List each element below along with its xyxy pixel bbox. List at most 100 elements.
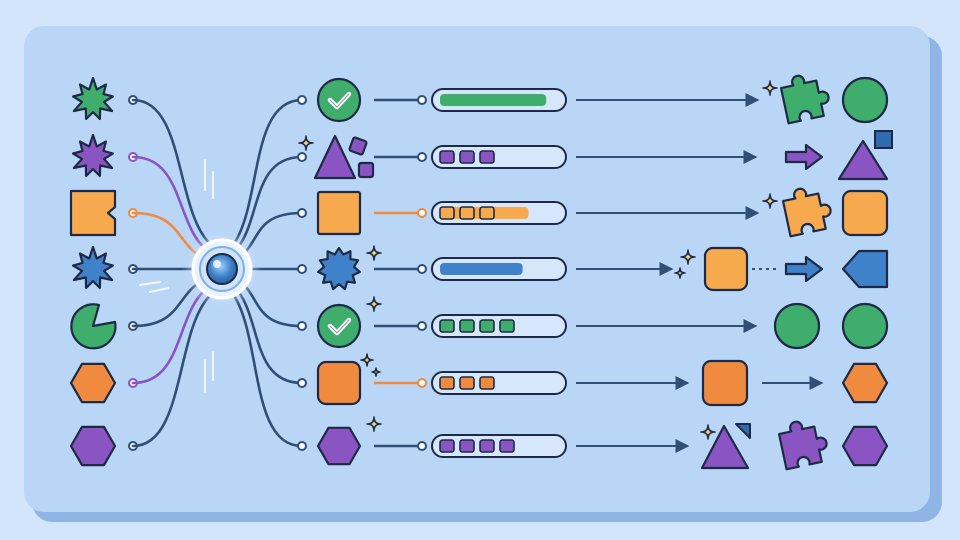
puzzle-shape xyxy=(777,420,828,471)
hexagon-icon xyxy=(841,425,889,467)
rows-layer xyxy=(69,74,893,471)
progress-segment xyxy=(459,376,475,390)
arrow-shape xyxy=(784,143,824,171)
hexagon-icon xyxy=(69,425,117,467)
connector-node xyxy=(417,95,427,105)
sparkle-icon xyxy=(700,424,716,440)
pipeline-row xyxy=(69,416,889,471)
connector-node xyxy=(417,152,427,162)
progress-segment xyxy=(459,206,475,220)
wire-node xyxy=(297,264,307,274)
triangle-with-squares-icon xyxy=(313,134,375,180)
pie-shape xyxy=(70,303,117,350)
puzzle-shape xyxy=(779,74,830,125)
progress-segment xyxy=(479,439,495,453)
progress-fill xyxy=(440,263,523,275)
sparkle-icon xyxy=(366,296,382,312)
sparkle-icon xyxy=(674,267,686,279)
wire-node xyxy=(297,95,307,105)
rounded-square-icon xyxy=(316,360,362,406)
sparkle-icon xyxy=(371,367,381,377)
pentagon-icon xyxy=(841,249,889,289)
fragment-shape xyxy=(71,245,115,290)
circle-icon xyxy=(841,302,889,350)
arrow-icon xyxy=(784,255,824,283)
fragment-shape xyxy=(71,76,115,121)
progress-segment xyxy=(479,319,495,333)
wire-node xyxy=(297,321,307,331)
wire-node xyxy=(297,441,307,451)
output-wire xyxy=(232,294,304,448)
progress-segment xyxy=(439,319,455,333)
small-square-shape xyxy=(874,130,893,149)
check-circle-shape xyxy=(316,303,362,349)
square-shape xyxy=(316,190,362,236)
square-icon xyxy=(316,190,362,236)
hexagon-shape xyxy=(69,425,117,467)
hexagon-shape xyxy=(841,425,889,467)
progress-segment xyxy=(439,206,455,220)
puzzle-shape xyxy=(781,187,832,238)
checkmark-outline xyxy=(329,93,350,108)
checkmark-circle-icon xyxy=(316,303,362,349)
pipeline-row xyxy=(69,187,889,238)
triangle-shape xyxy=(313,134,357,180)
small-square-shape xyxy=(348,136,368,156)
circle-shape xyxy=(773,302,821,350)
progress-segment xyxy=(499,319,515,333)
triangle-shape xyxy=(700,424,750,470)
sparkle-icon xyxy=(762,193,778,209)
hexagon-shape xyxy=(316,426,362,466)
input-wire xyxy=(131,294,212,448)
checkmark-circle-icon xyxy=(316,77,362,123)
rounded-square-shape xyxy=(703,246,749,292)
progress-segment xyxy=(479,376,495,390)
notched-square-icon xyxy=(69,189,117,237)
progress-segment xyxy=(439,439,455,453)
pipeline-row xyxy=(71,245,889,292)
rounded-square-icon xyxy=(703,246,749,292)
hub-layer xyxy=(182,229,262,309)
wire-node xyxy=(297,208,307,218)
circle-icon xyxy=(841,76,889,124)
progress-segment xyxy=(479,150,495,164)
circle-icon xyxy=(773,302,821,350)
connector-node xyxy=(417,441,427,451)
hexagon-shape xyxy=(69,362,117,404)
puzzle-piece-icon xyxy=(779,74,830,125)
arrow-icon xyxy=(784,143,824,171)
circle-shape xyxy=(841,302,889,350)
hexagon-shape xyxy=(841,362,889,404)
connector-node xyxy=(417,264,427,274)
connector-node xyxy=(417,378,427,388)
pentagon-shape xyxy=(841,249,889,289)
star-badge-icon xyxy=(317,246,361,291)
sparkle-icon xyxy=(762,80,778,96)
pie-circle-icon xyxy=(70,303,117,350)
sparkle-icon xyxy=(360,353,374,367)
rounded-square-icon xyxy=(841,189,889,237)
arrow-shape xyxy=(784,255,824,283)
pipeline-row xyxy=(71,130,893,181)
pipeline-row xyxy=(69,353,889,407)
fragmented-purple-shape-icon xyxy=(71,133,115,178)
wire-node xyxy=(297,378,307,388)
hexagon-icon xyxy=(841,362,889,404)
circle-shape xyxy=(841,76,889,124)
rounded-square-shape xyxy=(316,360,362,406)
progress-segment xyxy=(459,319,475,333)
motion-streak xyxy=(149,287,169,293)
sparkle-icon xyxy=(366,416,382,432)
hub-highlight xyxy=(213,260,221,268)
connector-node xyxy=(417,208,427,218)
checkmark-outline xyxy=(329,319,350,334)
rounded-square-shape xyxy=(841,189,889,237)
pipeline-row xyxy=(70,296,889,350)
check-circle-shape xyxy=(316,77,362,123)
broken-triangle-icon xyxy=(700,423,751,470)
central-hub-orb-icon xyxy=(206,253,238,285)
hexagon-icon xyxy=(69,362,117,404)
hexagon-icon xyxy=(316,426,362,466)
